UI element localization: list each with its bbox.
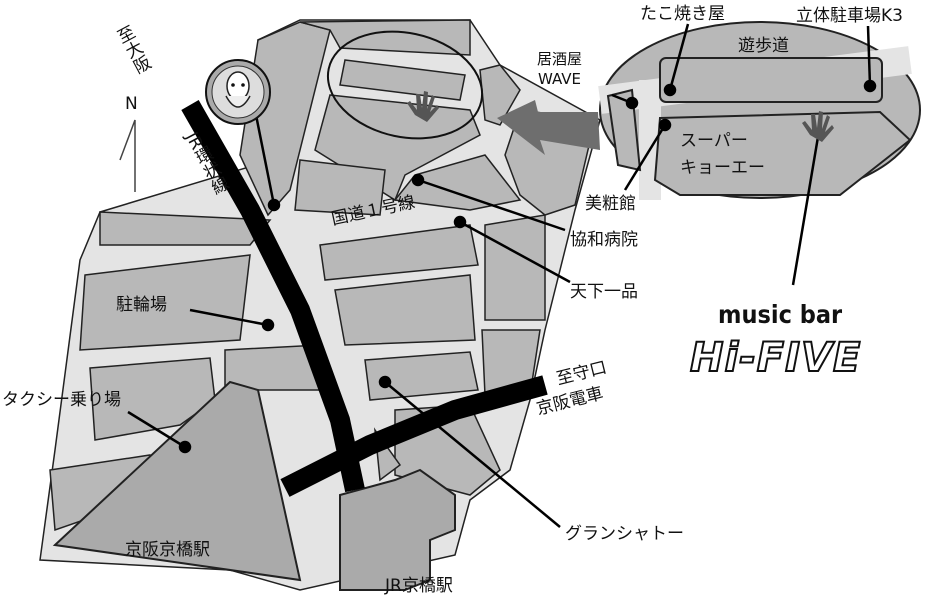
promenade-label: 遊歩道 (738, 36, 789, 56)
grand-chateau-label: グランシャトー (565, 524, 684, 544)
keihan-kyobashi-label: 京阪京橋駅 (125, 540, 210, 560)
parking-k3-label: 立体駐車場K3 (796, 6, 903, 26)
north-label: N (125, 94, 138, 114)
music-bar-label: music bar (718, 300, 843, 329)
city-blocks (49, 19, 596, 532)
keihan-line-track (280, 375, 548, 497)
izakaya-wave-label: 居酒屋 WAVE (537, 50, 583, 88)
hifive-logo: Hi-FIVE (689, 335, 862, 381)
bicycle-parking-label: 駐輪場 (116, 295, 167, 315)
north-arrow-icon (119, 119, 136, 192)
zoom-inset (598, 21, 921, 200)
jr-kyobashi-station (339, 468, 456, 591)
jr-loop-line-track (181, 100, 365, 493)
hand-marker-icon (407, 91, 439, 122)
jr-kyobashi-label: JR京橋駅 (385, 576, 453, 596)
taxi-stand-label: タクシー乗り場 (2, 390, 121, 410)
bishokan-label: 美粧館 (585, 194, 636, 214)
supermarket-label: スーパー キョーエー (680, 131, 765, 179)
keihan-kyobashi-station (52, 380, 302, 582)
hand-marker-icon-inset (802, 111, 834, 142)
statue-medallion-icon (205, 59, 271, 125)
tenkaippin-label: 天下一品 (570, 282, 638, 302)
highlight-ellipse-map (326, 30, 484, 140)
takoyaki-label: たこ焼き屋 (640, 4, 725, 24)
leader-lines (127, 23, 877, 528)
kyowa-hospital-label: 協和病院 (570, 230, 638, 250)
direction-arrow-icon (497, 100, 600, 155)
